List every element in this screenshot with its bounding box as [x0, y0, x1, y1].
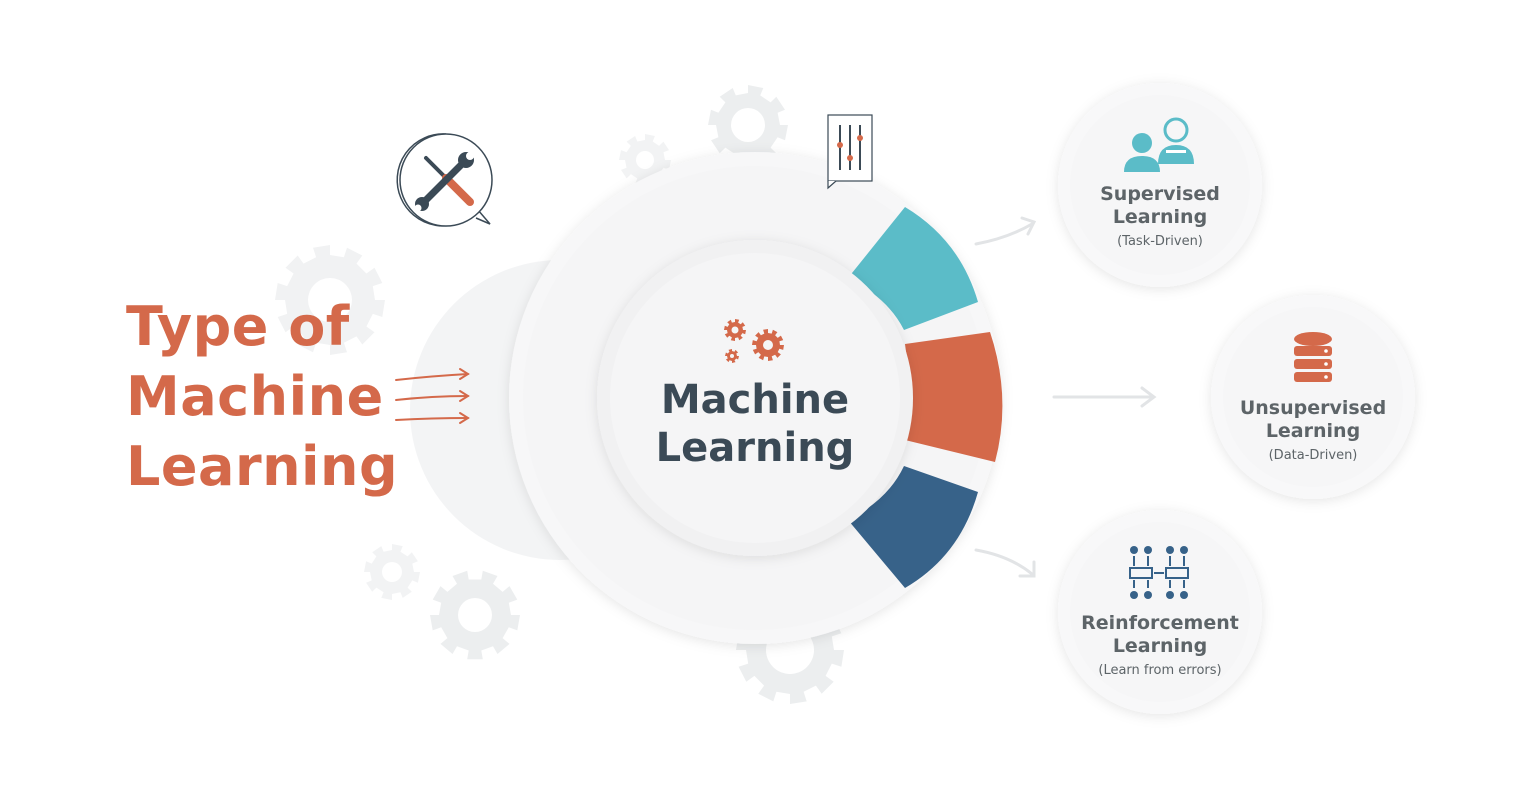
arrow-to-reinforcement [974, 548, 1034, 576]
center-label-line-2: Learning [655, 425, 855, 471]
node-circle-supervised-inner [1070, 95, 1250, 275]
inner-circle [610, 253, 900, 543]
node-unsupervised: Unsupervised Learning (Data-Driven) [1213, 397, 1413, 465]
center-label: Machine Learning [605, 376, 905, 472]
node-unsupervised-subtitle: (Data-Driven) [1268, 448, 1358, 463]
network-icon [1129, 546, 1189, 599]
people-icon [1124, 117, 1194, 172]
gear-hole [308, 278, 352, 322]
gears-icon [724, 319, 784, 363]
gear-hole [730, 354, 734, 358]
node-circle-unsupervised-inner [1223, 307, 1403, 487]
sliders-icon [827, 114, 873, 190]
gear-hole [382, 562, 402, 582]
node-reinforcement: Reinforcement Learning (Learn from error… [1060, 612, 1260, 680]
segments [848, 207, 1003, 588]
arrow-to-supervised [974, 222, 1034, 246]
segment-reinforcement [848, 466, 978, 588]
node-circle-reinforcement-inner [1070, 522, 1250, 702]
node-reinforcement-name-1: Reinforcement [1081, 612, 1239, 634]
segment-supervised [848, 207, 978, 330]
connector-arrows [974, 216, 1157, 578]
title-line-3: Learning [126, 435, 399, 498]
center-label-line-1: Machine [660, 377, 850, 423]
gear-hole [763, 340, 773, 350]
gear-hole [731, 108, 765, 142]
node-supervised: Supervised Learning (Task-Driven) [1060, 183, 1260, 251]
arrows-icon [395, 368, 470, 424]
node-supervised-subtitle: (Task-Driven) [1117, 234, 1203, 249]
gear-hole [458, 598, 492, 632]
node-supervised-name-2: Learning [1112, 206, 1208, 228]
title-line-2: Machine [126, 365, 384, 428]
node-circles [1058, 83, 1415, 714]
node-reinforcement-subtitle: (Learn from errors) [1098, 663, 1222, 678]
gear-hole [731, 326, 739, 334]
node-supervised-name-1: Supervised [1100, 183, 1220, 205]
title-line-1: Type of [126, 295, 350, 358]
page-title: Type of Machine Learning [126, 292, 398, 502]
segment-unsupervised [905, 332, 1003, 462]
tools-bubble [396, 133, 493, 227]
database-icon [1294, 332, 1332, 382]
gear-hole [636, 151, 654, 169]
node-unsupervised-name-1: Unsupervised [1239, 397, 1387, 419]
node-unsupervised-name-2: Learning [1265, 420, 1361, 442]
node-reinforcement-name-2: Learning [1112, 635, 1208, 657]
tools-icon [414, 152, 474, 212]
